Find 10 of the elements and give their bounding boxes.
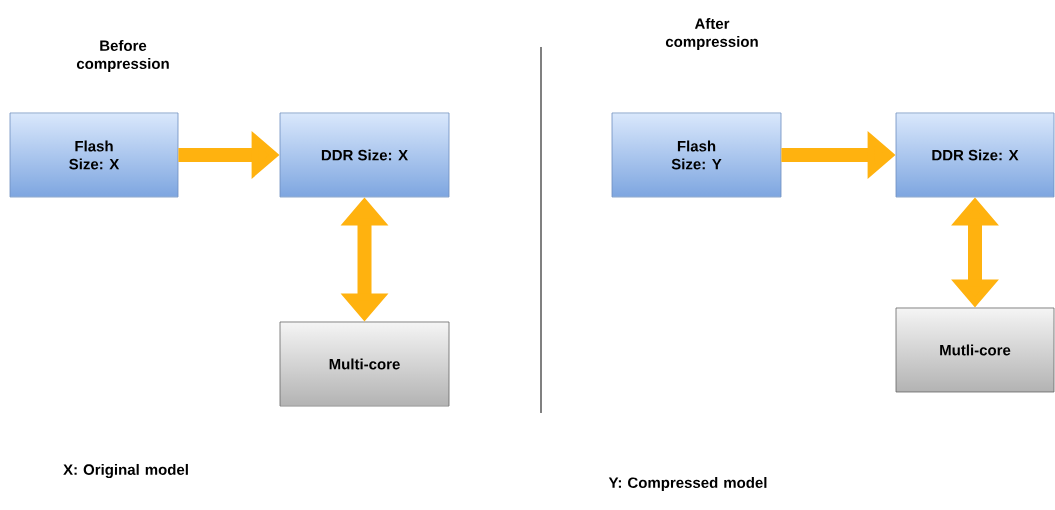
caption-text: After compression [665,18,758,50]
caption-text: Y: Compressed model [608,477,767,491]
process-box: DDR Size: X [895,112,1055,198]
core-box: Mutli-core [895,307,1055,393]
caption-text: X: Original model [63,463,188,478]
process-box: DDR Size: X [279,112,450,198]
core-box: Multi-core [279,321,450,407]
caption-text: Before compression [76,40,169,72]
process-box: Flash Size: Y [611,112,782,198]
process-box: Flash Size: X [9,112,179,198]
